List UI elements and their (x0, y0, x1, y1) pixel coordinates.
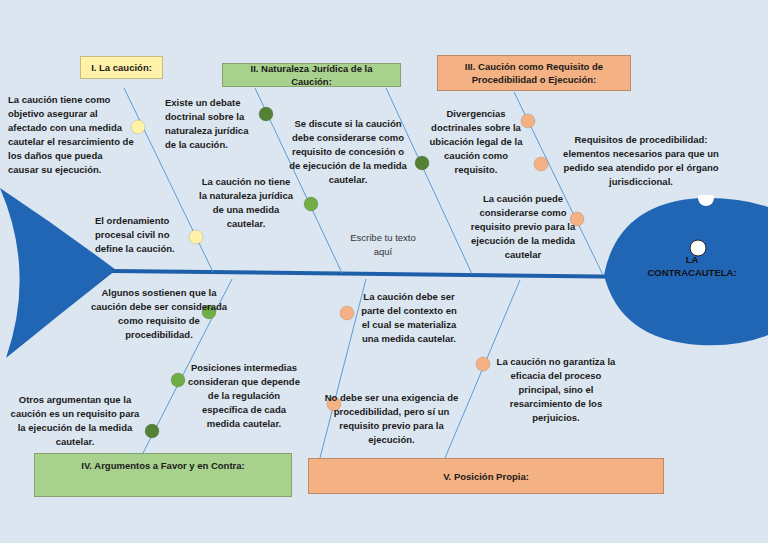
fish-bubble (698, 195, 714, 206)
section-title: I. La caución: (91, 61, 152, 74)
bone-line (514, 92, 603, 275)
bone-dot (521, 114, 535, 128)
bone-dot (415, 156, 429, 170)
bone-line (320, 279, 366, 458)
fish-tail (0, 188, 116, 358)
bone-note: Divergencias doctrinales sobre la ubicac… (424, 107, 528, 177)
bone-dot (171, 373, 185, 387)
bone-dot (259, 107, 273, 121)
bone-dot (145, 424, 159, 438)
bone-dot (304, 197, 318, 211)
placeholder-text: Escribe tu texto aquí (343, 231, 423, 259)
section-box: III. Caución como Requisito de Procedibi… (437, 55, 631, 91)
section-title: II. Naturaleza Jurídica de la Caución: (229, 62, 394, 88)
bone-note: Se discute si la caución debe considerar… (287, 117, 409, 187)
section-title: III. Caución como Requisito de Procedibi… (444, 60, 624, 86)
bone-note: El ordenamiento procesal civil no define… (95, 214, 193, 256)
bone-note: Posiciones intermedias consideran que de… (188, 361, 300, 431)
section-title: V. Posición Propia: (443, 470, 529, 483)
bone-note: Existe un debate doctrinal sobre la natu… (165, 96, 257, 152)
head-title: LA CONTRACAUTELA: (642, 253, 742, 279)
bone-dot (476, 357, 490, 371)
fish-head-outline (604, 198, 768, 345)
fish-eye (690, 240, 706, 256)
bone-note: La caución no tiene la naturaleza jurídi… (197, 175, 295, 231)
fish-head: LA CONTRACAUTELA: (600, 195, 768, 350)
section-box: II. Naturaleza Jurídica de la Caución: (222, 63, 401, 87)
bone-note: Requisitos de procedibilidad: elementos … (562, 133, 720, 189)
bone-note: Algunos sostienen que la caución debe se… (90, 286, 228, 342)
section-box: V. Posición Propia: (308, 458, 664, 494)
bone-note: No debe ser una exigencia de procedibili… (323, 391, 460, 447)
bone-note: Otros argumentan que la caución es un re… (10, 393, 140, 449)
bone-dots (131, 107, 584, 438)
bone-dot (340, 306, 354, 320)
bone-dot (534, 157, 548, 171)
bone-note: La caución no garantiza la eficacia del … (490, 355, 622, 425)
bone-note: La caución tiene como objetivo asegurar … (8, 93, 134, 177)
bone-note: La caución debe ser parte del contexto e… (356, 290, 462, 346)
section-box: IV. Argumentos a Favor y en Contra: (34, 453, 292, 497)
fish-spine (112, 271, 645, 277)
bone-note: La caución puede considerarse como requi… (460, 192, 586, 262)
bone-dot (189, 230, 203, 244)
section-title: IV. Argumentos a Favor y en Contra: (81, 459, 244, 472)
bone-dot (131, 120, 145, 134)
section-box: I. La caución: (80, 56, 163, 79)
